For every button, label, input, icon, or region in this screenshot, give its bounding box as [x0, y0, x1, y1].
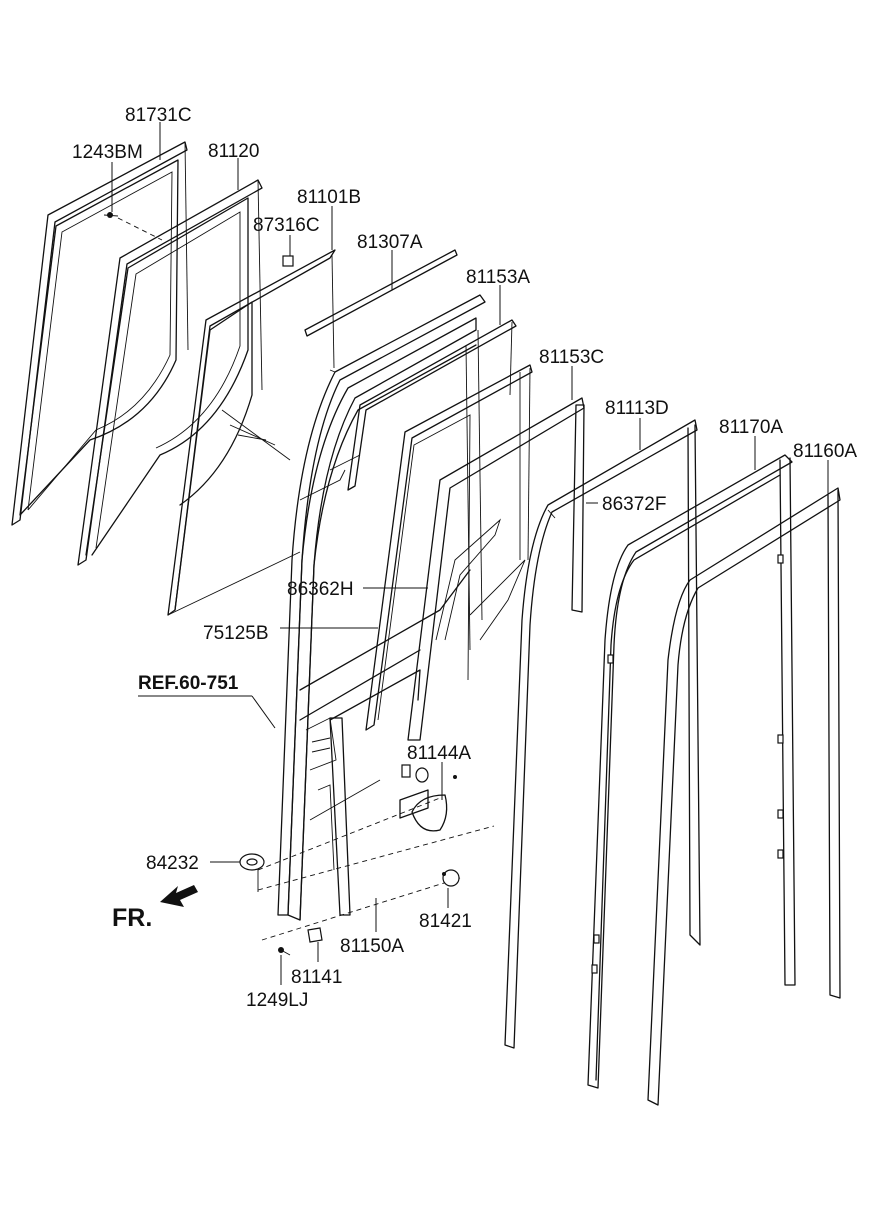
part-81120-glass-run — [77, 179, 263, 566]
part-81160A-weatherstrip — [647, 487, 841, 1106]
label-81101B: 81101B — [297, 187, 361, 208]
label-81141: 81141 — [291, 967, 342, 988]
part-81153A-run-channel — [347, 319, 517, 491]
label-81731C: 81731C — [125, 105, 192, 126]
label-front: FR. — [112, 904, 152, 932]
assembly-line-3 — [261, 877, 461, 941]
part-81144A-handle — [399, 764, 457, 832]
label-81150A: 81150A — [340, 936, 404, 957]
part-81731C-weatherstrip — [11, 141, 189, 526]
part-81307A-belt-moulding — [304, 249, 458, 337]
label-87316C: 87316C — [253, 215, 320, 236]
part-81150A-trim — [305, 717, 351, 916]
part-87316C-clip — [282, 255, 294, 267]
label-81113D: 81113D — [605, 398, 669, 419]
label-81307A: 81307A — [357, 232, 423, 253]
label-1243BM: 1243BM — [72, 142, 143, 163]
leader-lines — [111, 122, 829, 985]
label-81153C: 81153C — [539, 347, 604, 368]
part-81141-clip — [307, 927, 323, 943]
part-81170A-weatherstrip — [587, 454, 796, 1089]
assembly-line-1 — [257, 825, 495, 891]
label-1249LJ: 1249LJ — [246, 990, 308, 1011]
label-86372F: 86372F — [602, 494, 666, 515]
assembly-line-2 — [257, 797, 441, 871]
label-81160A: 81160A — [793, 441, 857, 462]
part-81101B-door-glass — [167, 249, 336, 616]
label-81170A: 81170A — [719, 417, 783, 438]
label-ref-60-751: REF.60-751 — [138, 673, 239, 694]
label-81120: 81120 — [208, 141, 259, 162]
label-81153A: 81153A — [466, 267, 530, 288]
label-81144A: 81144A — [407, 743, 471, 764]
front-arrow-icon — [160, 885, 198, 907]
part-1243BM-screw — [103, 212, 163, 241]
label-75125B: 75125B — [203, 623, 269, 644]
door-frame — [277, 294, 486, 921]
part-86372F-channel — [407, 397, 585, 741]
label-86362H: 86362H — [287, 579, 354, 600]
part-81113D-frame — [504, 419, 701, 1049]
label-81421: 81421 — [419, 911, 472, 932]
part-84232-grommet — [239, 853, 265, 871]
label-84232: 84232 — [146, 853, 199, 874]
part-1249LJ-screw — [278, 947, 291, 956]
part-81153C-channel — [365, 364, 533, 731]
part-81421-fastener — [442, 869, 460, 887]
